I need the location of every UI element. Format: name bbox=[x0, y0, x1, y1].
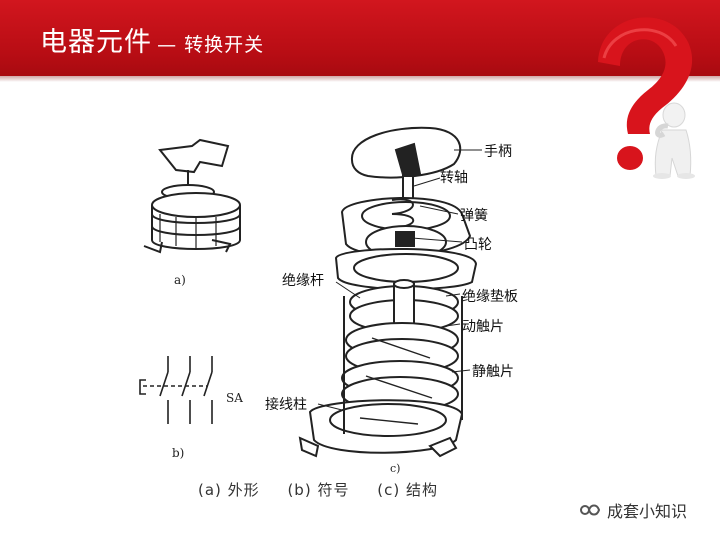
caption-a: (a) 外形 bbox=[198, 481, 260, 499]
watermark-text: 成套小知识 bbox=[607, 502, 688, 521]
label-cam: 凸轮 bbox=[464, 237, 492, 253]
label-moving-contact: 动触片 bbox=[462, 319, 504, 335]
label-static-contact: 静触片 bbox=[472, 364, 514, 380]
label-handle: 手柄 bbox=[484, 144, 512, 160]
figure-caption: (a) 外形 (b) 符号 (c) 结构 bbox=[198, 479, 460, 500]
figure-c-label: c) bbox=[390, 462, 401, 475]
label-shaft: 转轴 bbox=[440, 170, 468, 186]
label-insulating-rod: 绝缘杆 bbox=[282, 273, 324, 289]
header-shadow bbox=[0, 76, 720, 82]
figure-a-label: a) bbox=[174, 273, 186, 287]
watermark: 成套小知识 bbox=[577, 498, 687, 522]
wechat-channel-icon bbox=[580, 504, 601, 516]
figure-b-symbol-code: SA bbox=[226, 391, 243, 405]
caption-c: (c) 结构 bbox=[377, 481, 438, 499]
slide-title: 电器元件 — 转换开关 bbox=[40, 20, 264, 59]
label-terminal-post: 接线柱 bbox=[265, 397, 307, 413]
slide-title-sub: — 转换开关 bbox=[157, 34, 265, 56]
label-spring: 弹簧 bbox=[460, 208, 488, 224]
slide-title-main: 电器元件 bbox=[40, 27, 152, 58]
caption-b: (b) 符号 bbox=[287, 481, 350, 499]
label-insulating-pad: 绝缘垫板 bbox=[462, 289, 518, 305]
figure-b-label: b) bbox=[172, 446, 185, 460]
